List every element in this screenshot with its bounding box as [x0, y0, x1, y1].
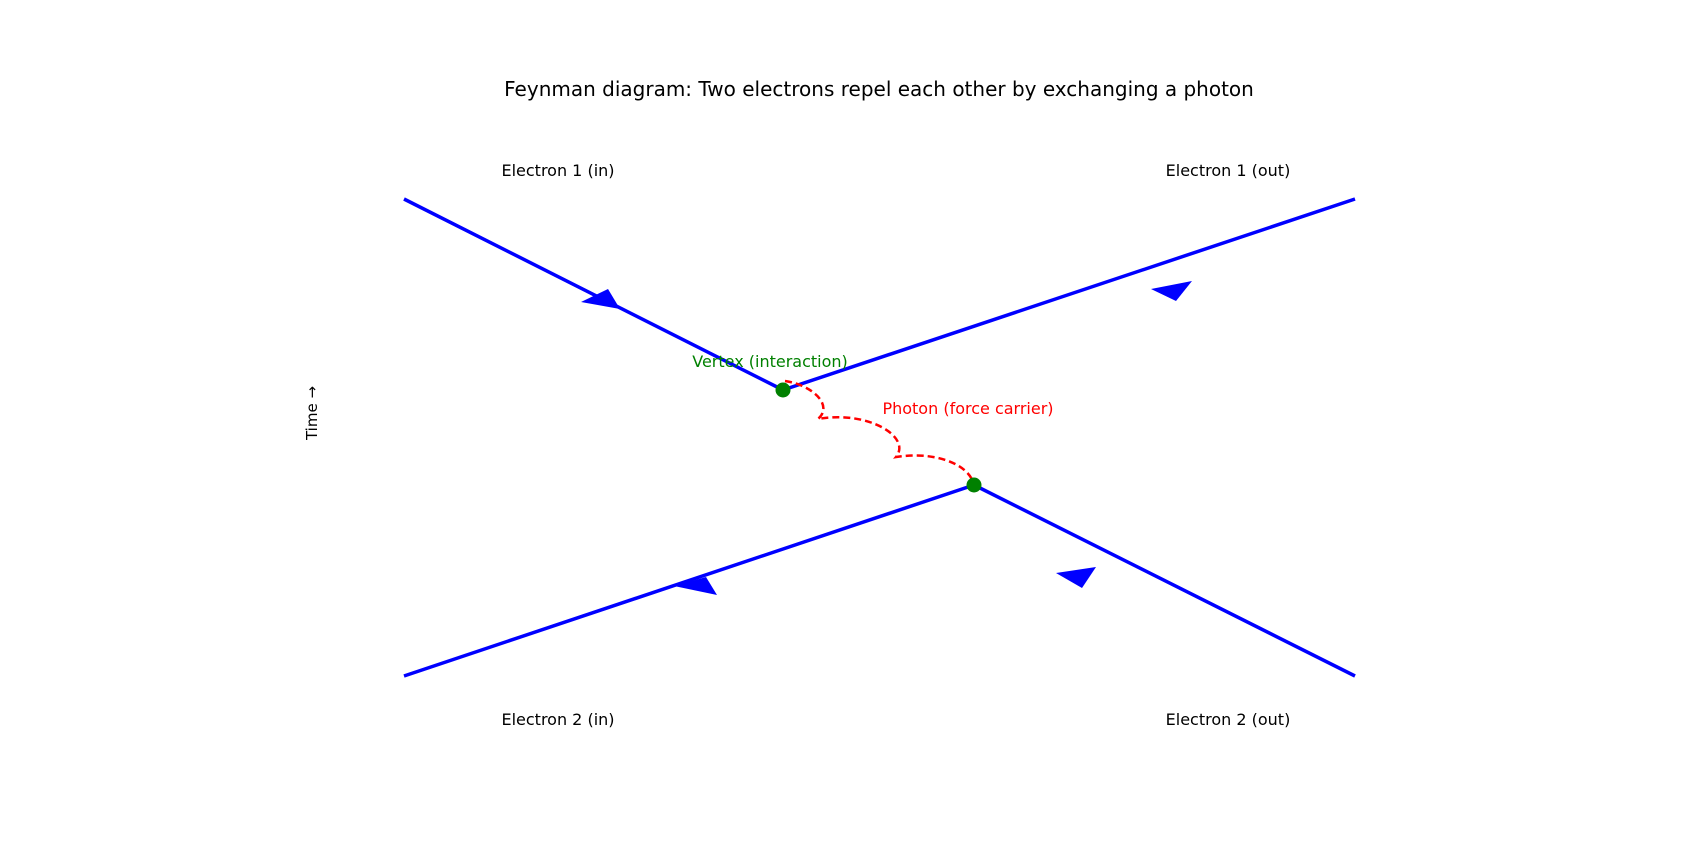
arrow-icon: [1151, 281, 1192, 301]
time-axis-label: Time →: [303, 386, 321, 441]
arrow-icon: [581, 289, 620, 309]
electron-2-in-line: [403, 483, 975, 678]
vertex-label: Vertex (interaction): [692, 352, 848, 371]
arrow-icon: [674, 577, 717, 595]
electron-1-in-line: [403, 197, 784, 392]
electron-1-in-label: Electron 1 (in): [501, 161, 614, 180]
photon-label: Photon (force carrier): [882, 399, 1053, 418]
electron-lines: [403, 197, 1356, 678]
electron-2-out-line: [973, 483, 1356, 678]
vertex-dot: [966, 477, 982, 493]
electron-2-in-label: Electron 2 (in): [501, 710, 614, 729]
electron-2-out-label: Electron 2 (out): [1166, 710, 1291, 729]
electron-1-out-line: [782, 197, 1356, 392]
diagram-title: Feynman diagram: Two electrons repel eac…: [504, 77, 1254, 101]
photon-line: [784, 379, 976, 491]
direction-arrows: [581, 281, 1192, 595]
electron-1-out-label: Electron 1 (out): [1166, 161, 1291, 180]
vertex-dot: [775, 382, 791, 398]
arrow-icon: [1056, 567, 1096, 588]
